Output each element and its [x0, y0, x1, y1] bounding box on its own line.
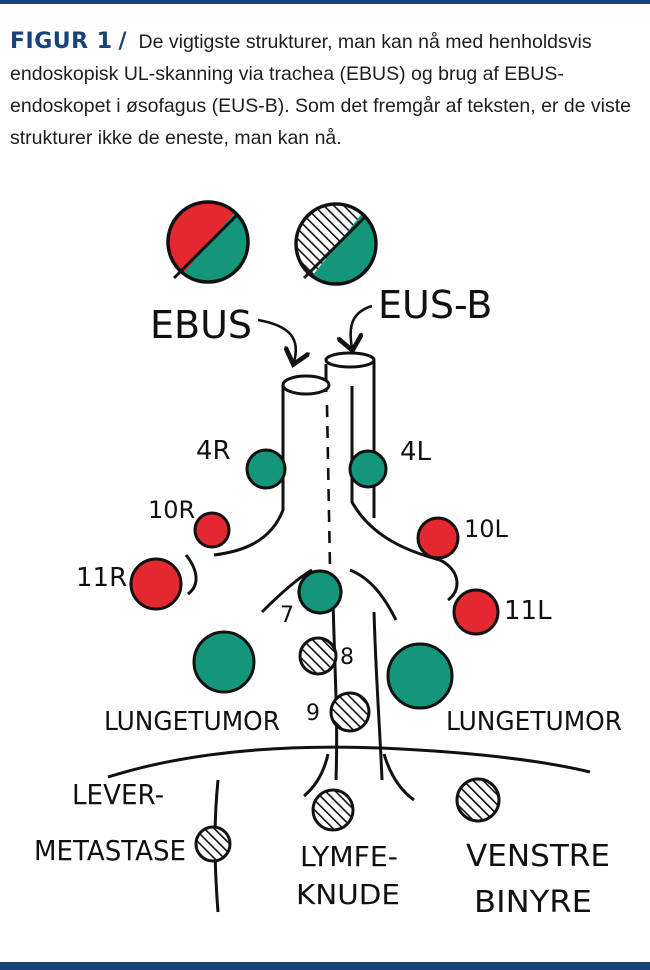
label-4r: 4R	[196, 436, 231, 466]
label-10l: 10L	[464, 515, 509, 543]
label-lung-tumor-right: LUNGETUMOR	[446, 707, 622, 737]
figure-caption: FIGUR 1/ De vigtigste strukturer, man ka…	[10, 26, 642, 154]
node-4r	[245, 448, 287, 490]
node-9	[329, 691, 371, 733]
eusb-legend-circle	[294, 202, 378, 286]
node-10r	[193, 511, 231, 549]
node-8	[298, 636, 338, 676]
ebus-eusb-diagram: EBUS EUS-B 4R 4L 10R 10L	[34, 200, 622, 920]
caption-text: De vigtigste strukturer, man kan nå med …	[10, 31, 632, 149]
trachea	[213, 374, 441, 569]
ebus-label: EBUS	[150, 303, 252, 347]
ebus-arrow	[257, 318, 296, 362]
label-lymph-line2: KNUDE	[296, 878, 400, 911]
eusb-label: EUS-B	[378, 283, 492, 327]
bottom-rule	[0, 962, 650, 970]
node-10l	[416, 516, 460, 560]
label-lymph-line1: LYMFE-	[300, 840, 398, 873]
label-7: 7	[280, 603, 294, 628]
figure-label: FIGUR 1/	[10, 29, 128, 54]
label-4l: 4L	[400, 437, 432, 467]
top-rule	[0, 0, 650, 4]
label-adrenal-line1: VENSTRE	[466, 839, 610, 874]
node-11r	[129, 557, 183, 611]
node-7	[297, 569, 343, 615]
node-4l	[348, 449, 388, 489]
label-8: 8	[340, 645, 354, 670]
label-adrenal-line2: BINYRE	[474, 885, 592, 920]
label-lung-tumor-left: LUNGETUMOR	[104, 707, 280, 737]
label-9: 9	[306, 701, 320, 726]
esophagus-tube	[324, 351, 376, 518]
liver-metastasis-circle	[194, 825, 232, 863]
node-11l	[452, 588, 500, 636]
label-11l: 11L	[504, 596, 552, 626]
label-10r: 10R	[148, 496, 195, 524]
ebus-legend-circle	[166, 200, 250, 284]
eusb-arrow	[351, 304, 373, 348]
adrenal-circle	[455, 777, 501, 823]
lung-tumor-right	[386, 642, 454, 710]
lymph-node-circle	[311, 788, 355, 832]
label-11r: 11R	[76, 563, 127, 593]
label-liver-line2: METASTASE	[34, 834, 186, 867]
lung-tumor-left	[192, 630, 256, 694]
label-liver-line1: LEVER-	[72, 778, 164, 811]
